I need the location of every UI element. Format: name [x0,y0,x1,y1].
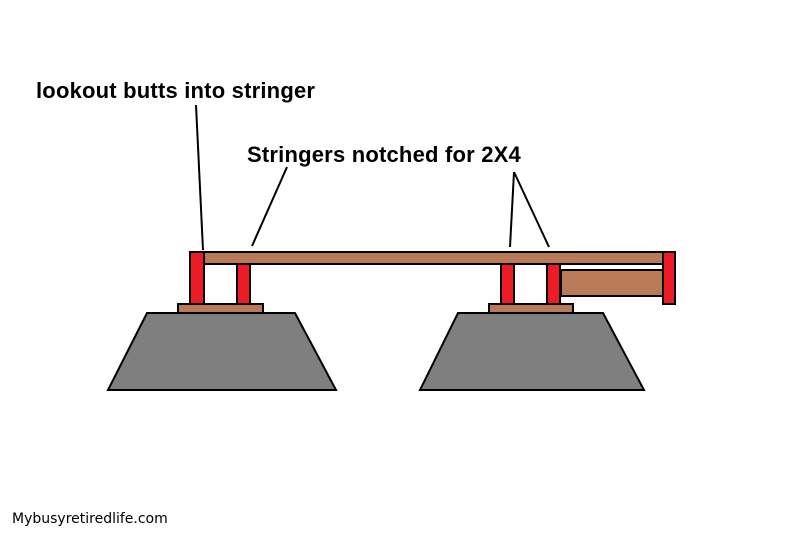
stringers-pointer-line-right [513,171,550,248]
stringers-label: Stringers notched for 2X4 [247,142,521,167]
right-stringer-a [500,263,515,305]
lookout-pointer-line [195,104,204,251]
stringers-pointer-line-mid [509,171,515,248]
right-end-stringer [662,251,676,305]
left-inner-stringer [236,263,251,305]
right-footing [418,312,646,391]
lookout-board [560,269,664,297]
lookout-label: lookout butts into stringer [36,78,316,103]
stringers-pointer-line-left [251,166,288,247]
left-end-stringer [189,251,205,305]
top-2x4-board [203,251,665,265]
left-base-plate [177,303,264,314]
right-stringer-b [546,263,561,305]
left-footing [106,312,338,391]
site-watermark: Mybusyretiredlife.com [12,511,168,527]
right-base-plate [488,303,574,314]
